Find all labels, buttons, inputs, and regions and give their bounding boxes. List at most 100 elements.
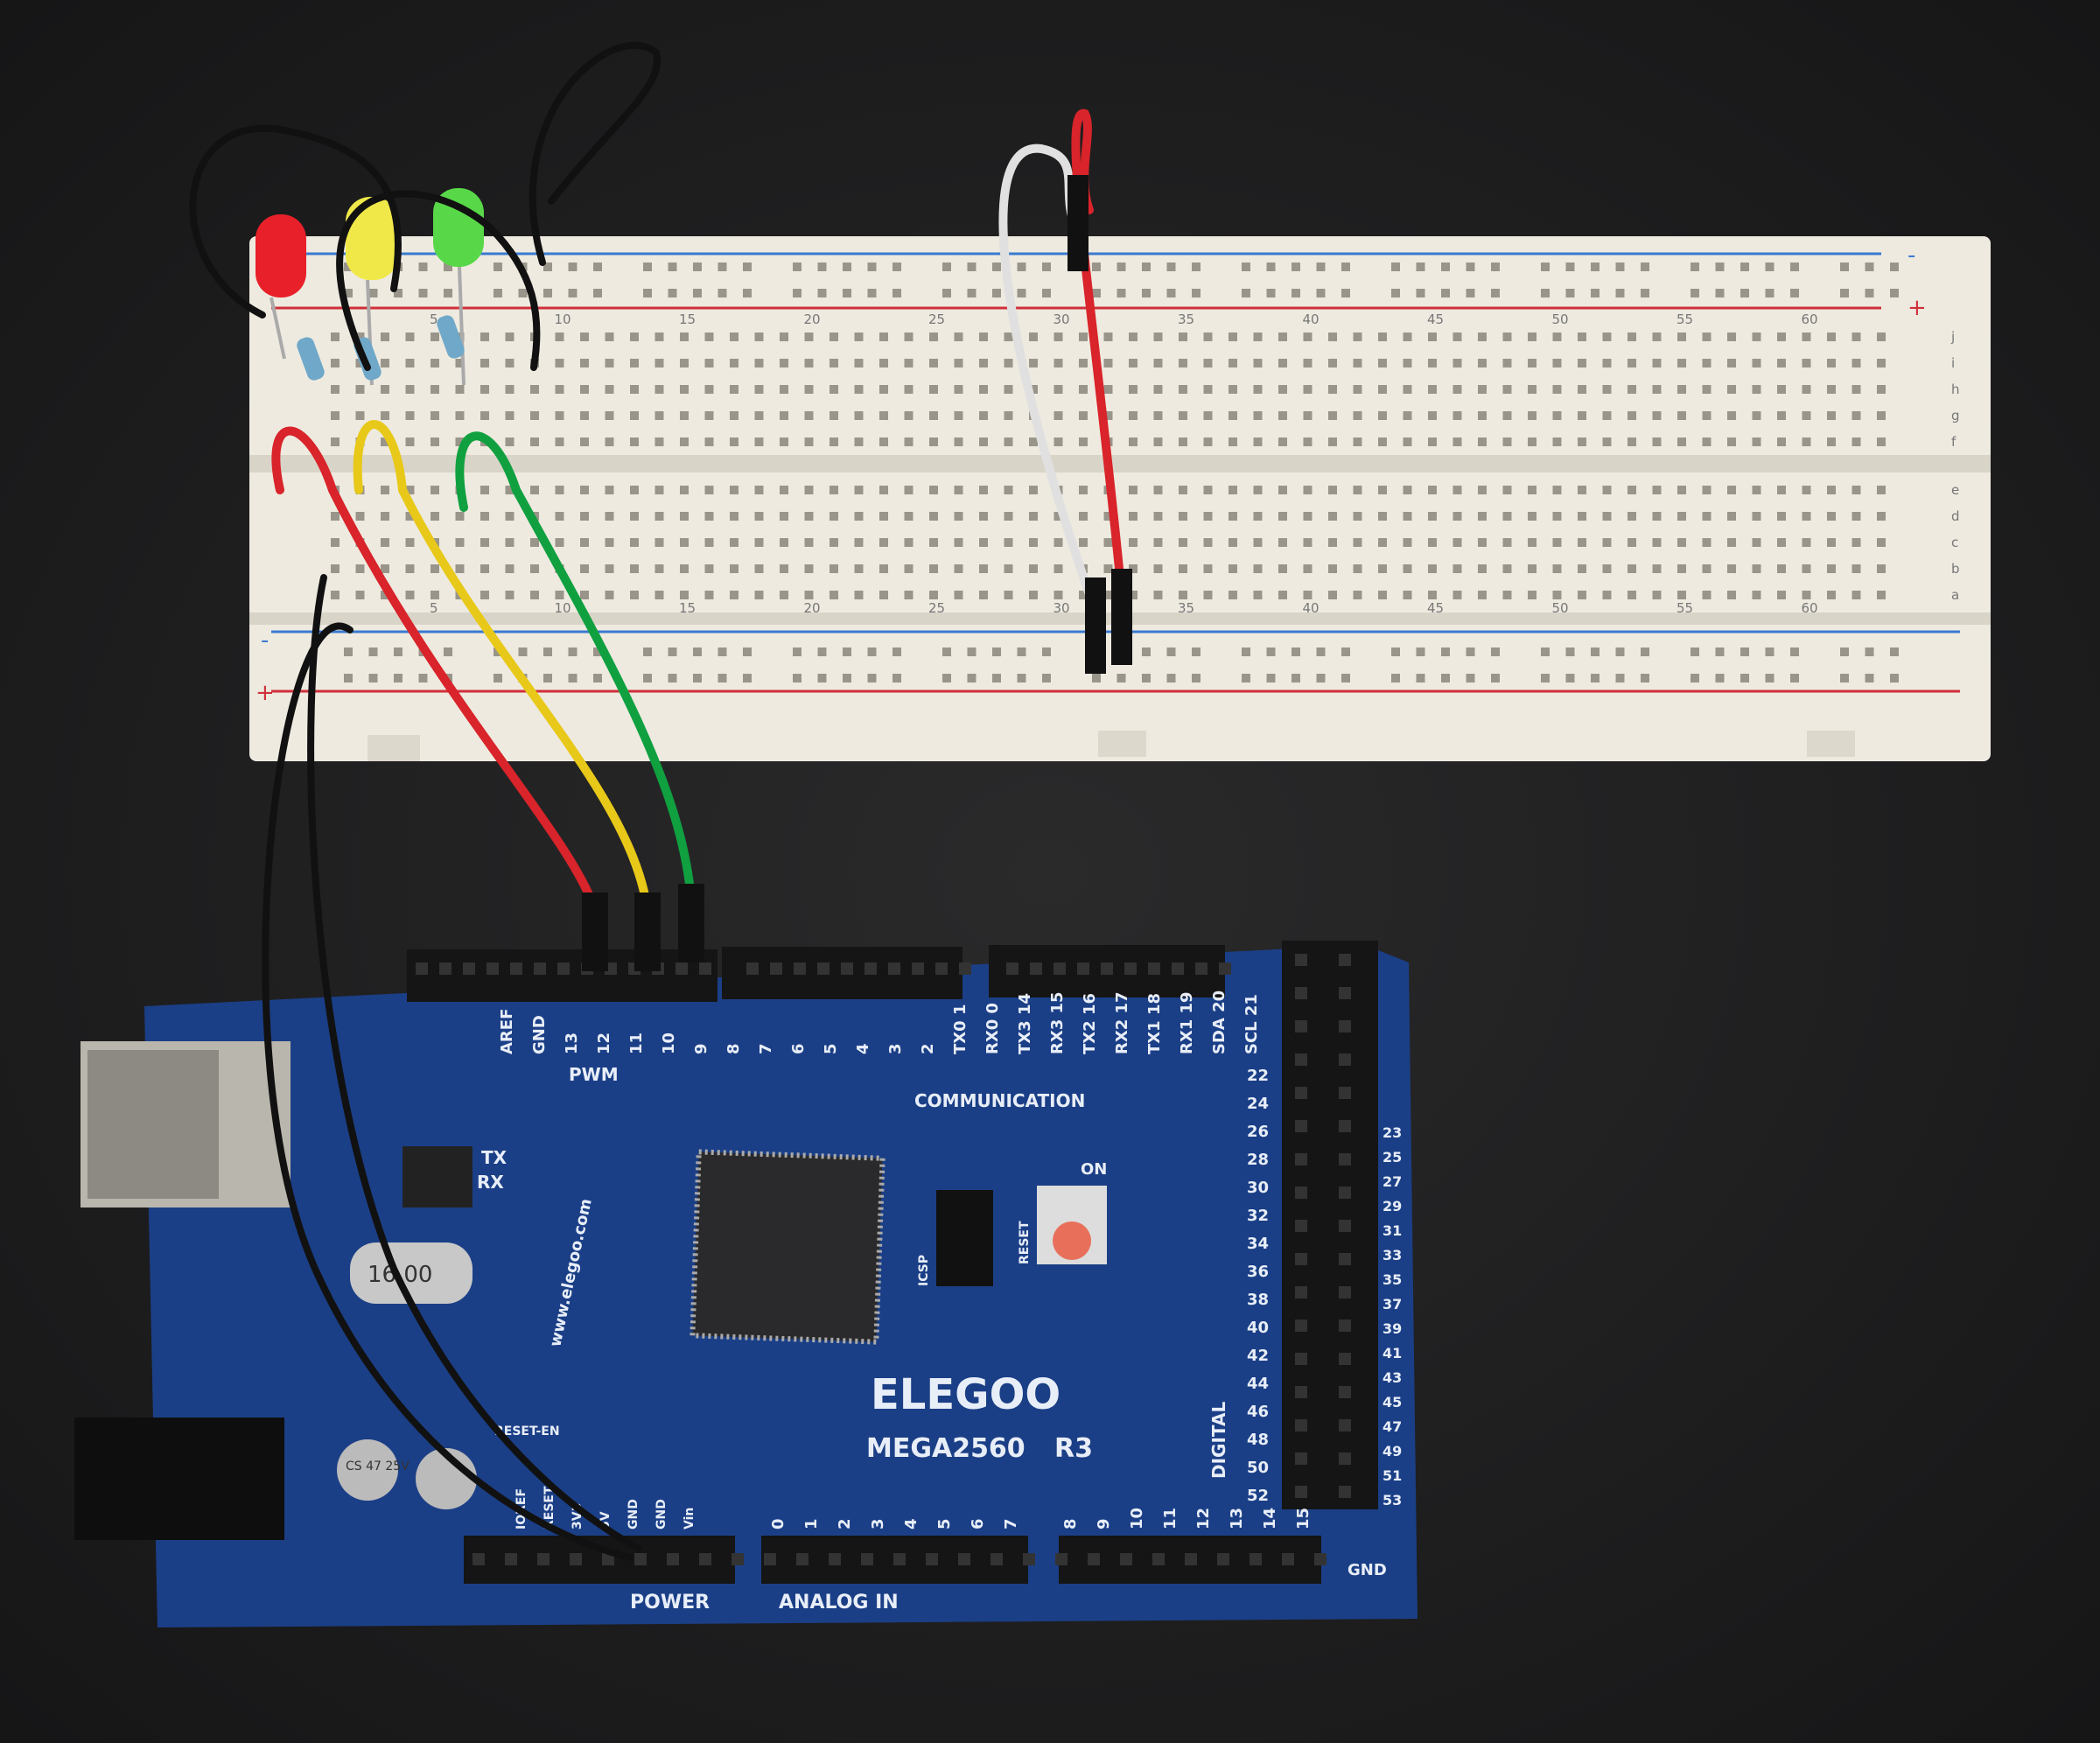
pin-label: SDA 20 [1210, 990, 1228, 1054]
breadboard-center-channel [249, 455, 1991, 472]
column-number: 30 [1054, 600, 1070, 616]
pin-label: 34 [1247, 1235, 1269, 1253]
analog-pin-label: 11 [1161, 1508, 1180, 1530]
pin-label: 47 [1382, 1418, 1402, 1435]
pin-label: 25 [1382, 1149, 1402, 1166]
breadboard-holes [331, 262, 1899, 682]
row-letter: a [1951, 587, 1959, 603]
rx-label: RX [477, 1172, 504, 1193]
icsp-label: ICSP [917, 1255, 931, 1286]
pin-label: 10 [660, 1032, 678, 1054]
column-number: 35 [1178, 312, 1194, 327]
analog-pin-label: 2 [836, 1518, 854, 1530]
row-letter: g [1951, 408, 1960, 424]
column-number: 50 [1552, 312, 1569, 327]
pin-label: 42 [1247, 1347, 1269, 1365]
header-sockets [416, 954, 1351, 1565]
wire-red[interactable] [271, 426, 599, 914]
row-letter: h [1951, 382, 1960, 397]
column-number: 35 [1178, 600, 1194, 616]
row-letter: b [1951, 561, 1960, 577]
usb-connector-face [88, 1050, 219, 1199]
analog-pin-label: 15 [1294, 1508, 1312, 1530]
wire-black-gnd[interactable] [262, 622, 634, 1561]
analog-pin-label: 12 [1194, 1508, 1213, 1530]
power-pin-label: Vin [682, 1508, 696, 1530]
pin-label: 45 [1382, 1394, 1402, 1410]
analog-pin-label: 3 [869, 1518, 887, 1530]
wire-connector-pins [582, 175, 1132, 971]
pin-label: 13 [563, 1032, 581, 1054]
analog-pin-label: 13 [1228, 1508, 1246, 1530]
column-number: 10 [555, 600, 571, 616]
column-number: 10 [555, 312, 571, 327]
wire-yellow[interactable] [353, 420, 652, 914]
analog-pin-label: 6 [969, 1518, 987, 1530]
wire-black[interactable] [189, 124, 402, 318]
column-number: 30 [1054, 312, 1070, 327]
icsp-header [936, 1190, 993, 1286]
capacitor [337, 1439, 398, 1501]
jumper-wires [189, 41, 1126, 1561]
row-letter: e [1951, 482, 1959, 498]
pin-label: 53 [1382, 1492, 1402, 1508]
wire-black[interactable] [336, 190, 541, 371]
pin-label: 38 [1247, 1291, 1269, 1309]
pin-label: 8 [724, 1043, 743, 1054]
gnd-label: GND [1348, 1561, 1387, 1579]
column-number: 60 [1802, 312, 1818, 327]
pin-label: AREF [498, 1009, 516, 1054]
analog-pin-label: 9 [1095, 1518, 1113, 1530]
pin-label: 33 [1382, 1247, 1402, 1264]
pin-label: 52 [1247, 1487, 1269, 1505]
column-number: 20 [804, 600, 821, 616]
power-jack [74, 1418, 284, 1540]
analog-pin-label: 0 [769, 1518, 788, 1530]
breadboard-foot [1098, 731, 1146, 757]
pin-label: 23 [1382, 1124, 1402, 1141]
wire-red-rail[interactable] [1071, 108, 1126, 599]
pin-label: 26 [1247, 1123, 1269, 1141]
capacitor-label: CS 47 25V [346, 1460, 410, 1474]
column-number: 25 [928, 312, 945, 327]
column-number: 55 [1676, 312, 1693, 327]
pin-label: 5 [822, 1043, 840, 1054]
pin-label: 31 [1382, 1222, 1402, 1239]
row-letter: i [1951, 355, 1955, 371]
pin-label: TX1 18 [1145, 993, 1164, 1054]
pin-label: 30 [1247, 1179, 1269, 1197]
power-pin-label: RESET [542, 1486, 556, 1530]
pin-label: 22 [1247, 1067, 1269, 1085]
pin-label: 2 [919, 1043, 937, 1054]
column-number: 40 [1303, 600, 1320, 616]
on-led-label: ON [1081, 1160, 1107, 1179]
breadboard-column-numbers: 5510101515202025253030353540404545505055… [430, 312, 1960, 616]
atmega2560-chip [690, 1149, 886, 1345]
row-letter: d [1951, 508, 1960, 524]
rail-minus-label: - [1908, 242, 1915, 269]
pin-label: TX3 14 [1016, 993, 1034, 1054]
analog-pin-label: 5 [935, 1518, 954, 1530]
communication-label: COMMUNICATION [914, 1090, 1085, 1111]
pin-label: 46 [1247, 1403, 1269, 1421]
reset-label: RESET [1018, 1221, 1032, 1264]
pin-label: 4 [854, 1043, 872, 1054]
analog-label: ANALOG IN [779, 1592, 899, 1614]
column-number: 25 [928, 600, 945, 616]
pin-label: TX2 16 [1081, 993, 1099, 1054]
pin-label: 7 [757, 1043, 775, 1054]
pin-label: 40 [1247, 1319, 1269, 1337]
pin-label: 48 [1247, 1431, 1269, 1449]
column-number: 60 [1802, 600, 1818, 616]
wire-black[interactable] [528, 41, 662, 266]
pin-label: RX1 19 [1178, 991, 1196, 1054]
reset-button[interactable] [1053, 1222, 1091, 1260]
header-digital-8-13 [407, 949, 718, 1002]
power-pin-label: GND [654, 1499, 668, 1530]
wire-green[interactable] [455, 431, 696, 906]
column-number: 20 [804, 312, 821, 327]
wire-black-5v[interactable] [307, 574, 642, 1552]
arduino-mega-board: 16.00 CS 47 25V ELEGOO MEGA2560 R3 COMMU… [74, 941, 1418, 1628]
pin-label: RX2 17 [1113, 991, 1131, 1054]
row-letter: f [1951, 434, 1956, 450]
